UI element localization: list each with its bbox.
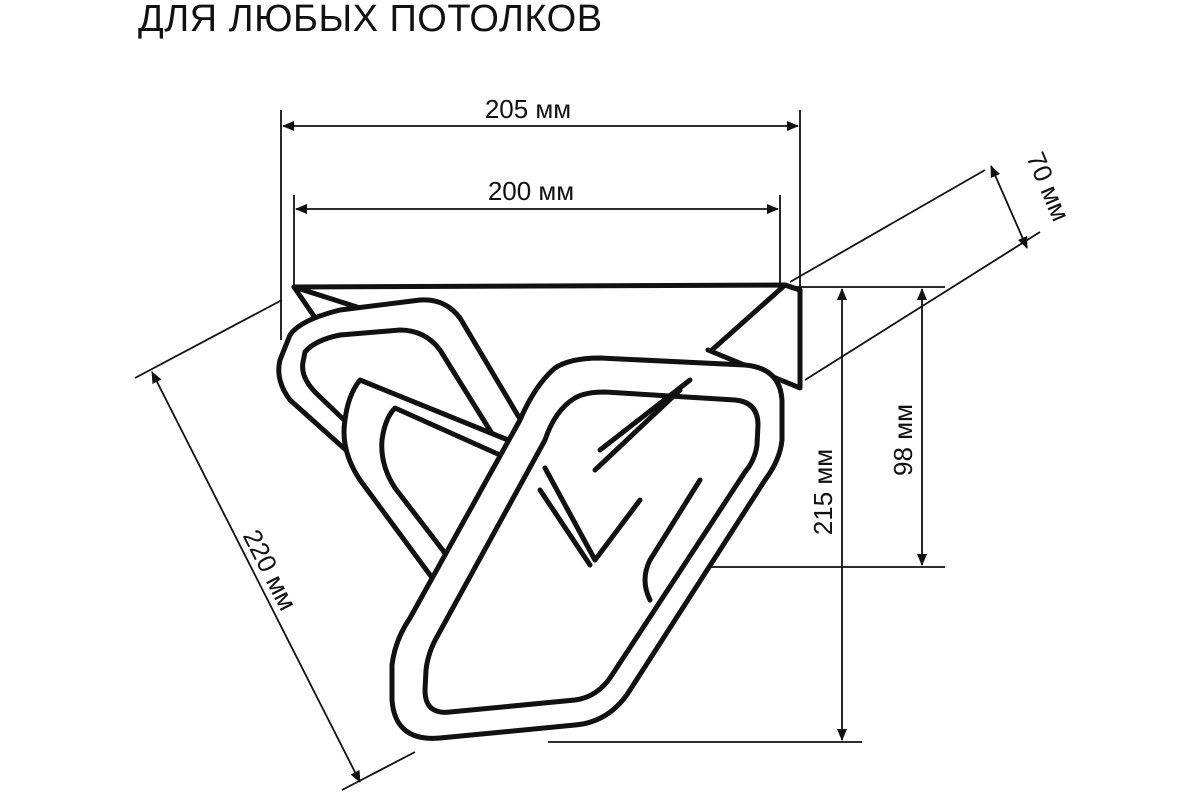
- dimension-70-label: 70 мм: [1020, 148, 1076, 226]
- dimension-98-label: 98 мм: [888, 404, 918, 476]
- dimension-220-label: 220 мм: [237, 525, 303, 616]
- dimension-215-label: 215 мм: [808, 449, 838, 535]
- dimension-200: 200 мм: [295, 176, 779, 214]
- page-title: ДЛЯ ЛЮБЫХ ПОТОЛКОВ: [138, 0, 603, 40]
- dimension-70: 70 мм: [990, 148, 1076, 249]
- ring-inner-center: [537, 377, 703, 603]
- dimension-98: 98 мм: [888, 288, 927, 566]
- dimension-205-label: 205 мм: [485, 94, 571, 124]
- dimension-205: 205 мм: [282, 94, 799, 131]
- dimension-200-label: 200 мм: [488, 176, 574, 206]
- dimension-215: 215 мм: [808, 288, 847, 741]
